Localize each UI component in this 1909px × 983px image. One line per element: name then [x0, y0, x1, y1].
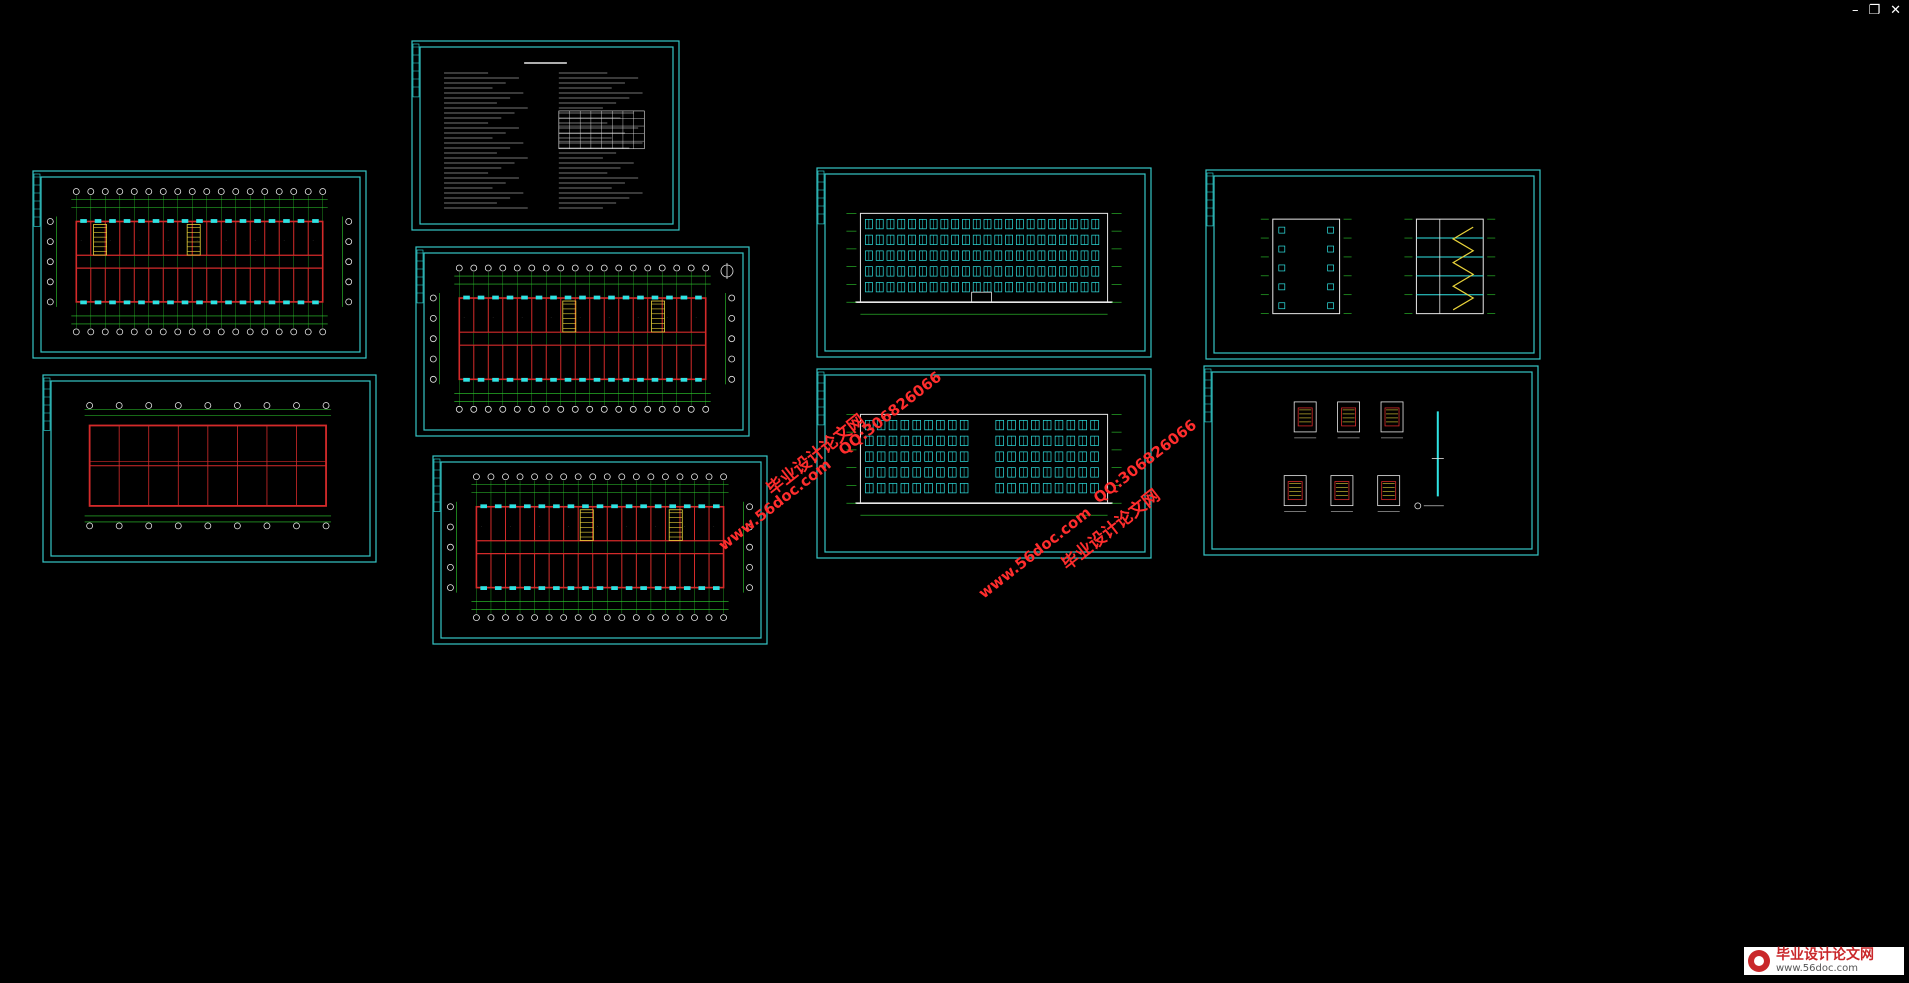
svg-text:·: · [313, 239, 314, 243]
svg-text:·: · [464, 315, 465, 319]
sheet-roof-plan [42, 374, 377, 563]
svg-text:·: · [110, 239, 111, 243]
svg-text:·: · [168, 239, 169, 243]
logo-text: 毕业设计论文网 www.56doc.com [1776, 947, 1874, 975]
sheet-south-elevation [816, 167, 1152, 358]
sheet-north-elevation [816, 368, 1152, 559]
svg-text:·: · [493, 315, 494, 319]
svg-text:·: · [81, 239, 82, 243]
svg-text:·: · [684, 524, 685, 528]
window-controls: – ❐ ✕ [1852, 4, 1901, 18]
close-icon[interactable]: ✕ [1890, 3, 1901, 18]
svg-text:·: · [696, 315, 697, 319]
restore-icon[interactable]: ❐ [1868, 3, 1881, 18]
svg-text:·: · [655, 524, 656, 528]
svg-text:·: · [522, 315, 523, 319]
svg-text:·: · [580, 315, 581, 319]
sheet-side-elevation-section [1205, 169, 1541, 360]
sheet-top-floor-plan: · · · · · · · · · [432, 455, 768, 645]
logo-title: 毕业设计论文网 [1776, 947, 1874, 963]
svg-text:·: · [197, 239, 198, 243]
logo-mark-icon [1748, 950, 1770, 972]
svg-text:·: · [667, 315, 668, 319]
svg-text:·: · [481, 524, 482, 528]
sheet-design-notes [411, 40, 680, 231]
sheet-ground-floor-plan: · · · · · · · · · [32, 170, 367, 359]
svg-text:·: · [626, 524, 627, 528]
logo-url: www.56doc.com [1776, 963, 1859, 974]
sheet-details [1203, 365, 1539, 556]
svg-text:·: · [510, 524, 511, 528]
svg-text:·: · [609, 315, 610, 319]
svg-text:·: · [226, 239, 227, 243]
svg-text:·: · [255, 239, 256, 243]
north-arrow-icon [720, 263, 734, 279]
svg-text:·: · [568, 524, 569, 528]
minimize-icon[interactable]: – [1851, 3, 1859, 18]
svg-text:·: · [139, 239, 140, 243]
svg-text:·: · [713, 524, 714, 528]
svg-text:·: · [284, 239, 285, 243]
sheet-standard-floor-plan: · · · · · · · · · [415, 246, 750, 437]
svg-text:·: · [539, 524, 540, 528]
svg-text:·: · [597, 524, 598, 528]
svg-text:·: · [551, 315, 552, 319]
site-logo[interactable]: 毕业设计论文网 www.56doc.com [1744, 947, 1904, 975]
svg-text:·: · [638, 315, 639, 319]
